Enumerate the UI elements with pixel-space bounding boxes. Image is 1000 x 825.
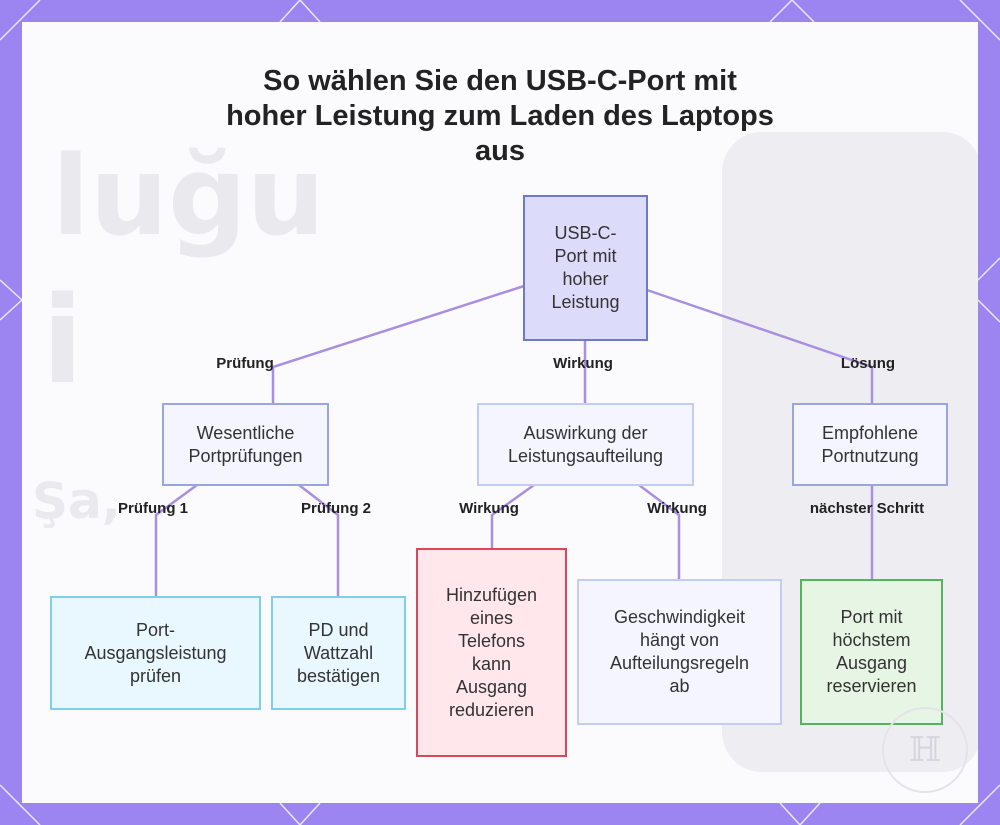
watermark-text: Şa, [32,472,121,530]
brand-logo-icon: ℍ [882,707,968,793]
edge-root-usage [646,288,874,404]
edge-impact-speed [638,484,681,579]
edge-label-pruefung1: Prüfung 1 [118,500,188,517]
edge-label-next-step: nächster Schritt [809,500,925,517]
watermark-text: luğu [52,132,326,260]
node-usage: Empfohlene Portnutzung [792,403,948,486]
node-reserve: Port mit höchstem Ausgang reservieren [800,579,943,725]
node-root: USB-C- Port mit hoher Leistung [523,195,648,341]
page-title: So wählen Sie den USB-C-Port mit hoher L… [22,64,978,169]
watermark-text: i [42,272,84,411]
title-line: hoher Leistung zum Laden des Laptops [226,100,774,132]
node-phone: Hinzufügen eines Telefons kann Ausgang r… [416,548,567,757]
edge-label-wirkung-b: Wirkung [647,500,707,517]
node-impact: Auswirkung der Leistungsaufteilung [477,403,694,486]
title-line: aus [475,135,525,167]
node-speed: Geschwindigkeit hängt von Aufteilungsreg… [577,579,782,725]
edge-checks-pd [298,484,340,597]
edge-label-wirkung-a: Wirkung [459,500,519,517]
edge-label-pruefung2: Prüfung 2 [301,500,371,517]
edge-layer [154,284,874,597]
node-confirm-pd: PD und Wattzahl bestätigen [271,596,406,710]
title-line: So wählen Sie den USB-C-Port mit [263,65,737,97]
diagram-card: luğu i Şa, So wählen Sie den USB-C-Port … [22,22,978,803]
edge-impact-phone [490,483,535,549]
node-check-output: Port- Ausgangsleistung prüfen [50,596,261,710]
edge-label-pruefung: Prüfung [216,355,274,372]
edge-label-wirkung: Wirkung [553,355,613,372]
edge-root-checks [271,284,525,404]
node-checks: Wesentliche Portprüfungen [162,403,329,486]
edge-checks-output [154,483,198,597]
edge-label-loesung: Lösung [840,355,896,372]
